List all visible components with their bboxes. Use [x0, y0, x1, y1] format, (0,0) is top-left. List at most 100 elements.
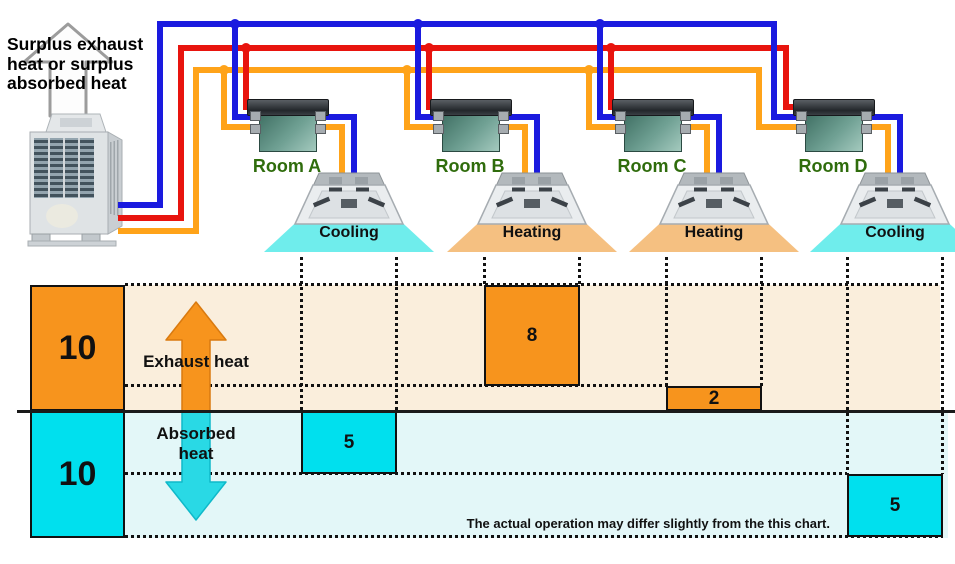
- room-name-label: Room C: [617, 156, 687, 176]
- pipe-blue-segment: [897, 114, 903, 178]
- pipe-orange-segment: [193, 67, 762, 73]
- room-name-label: Room D: [798, 156, 868, 176]
- pipe-orange-segment: [756, 124, 807, 130]
- exhaust-heat-label: Exhaust heat: [143, 352, 249, 371]
- pipe-orange-segment: [313, 124, 345, 130]
- pipe-connector-fitting: [498, 111, 509, 121]
- room-name-label: Room A: [252, 156, 322, 176]
- branch-controller-body: [442, 112, 500, 152]
- pipe-orange-segment: [859, 124, 891, 130]
- pipe-connector-fitting: [796, 111, 807, 121]
- ceiling-cassette-unit: [289, 172, 409, 236]
- branch-controller-lid: [612, 99, 694, 116]
- pipe-red-segment: [608, 45, 614, 110]
- pipe-orange-segment: [678, 124, 710, 130]
- pipe-orange-segment: [522, 124, 528, 178]
- chart-disclaimer-note: The actual operation may differ slightly…: [466, 516, 830, 531]
- absorbed-bar-room-a: 5: [301, 411, 397, 474]
- pipe-blue-segment: [118, 202, 163, 208]
- pipe-connector-fitting: [680, 111, 691, 121]
- vertical-guide-dotted-line: [846, 257, 849, 474]
- pipe-blue-segment: [534, 114, 540, 178]
- pipe-blue-segment: [771, 114, 807, 120]
- branch-controller-lid: [247, 99, 329, 116]
- ceiling-cassette-unit: [654, 172, 774, 236]
- pipe-blue-segment: [678, 114, 722, 120]
- pipe-junction-dot-blue: [595, 19, 605, 29]
- absorbed-bar-room-d: 5: [847, 474, 943, 537]
- pipe-connector-fitting: [615, 124, 626, 134]
- pipe-connector-fitting: [433, 124, 444, 134]
- pipe-blue-segment: [157, 21, 777, 27]
- pipe-blue-segment: [597, 114, 626, 120]
- ceiling-cassette-unit: [835, 172, 955, 236]
- branch-controller-body: [624, 112, 682, 152]
- pipe-orange-segment: [221, 124, 259, 130]
- pipe-junction-dot-orange: [402, 65, 412, 75]
- pipe-connector-fitting: [498, 124, 509, 134]
- pipe-blue-segment: [859, 114, 903, 120]
- absorbed-total-box: 10: [30, 411, 125, 538]
- pipe-connector-fitting: [796, 124, 807, 134]
- outdoor-unit: [27, 113, 123, 247]
- exhaust-bar-room-b: 8: [484, 285, 580, 386]
- ceiling-cassette-unit: [472, 172, 592, 236]
- pipe-junction-dot-blue: [230, 19, 240, 29]
- pipe-blue-segment: [351, 114, 357, 178]
- chart-bottom-dotted-line: [125, 535, 943, 538]
- pipe-orange-segment: [221, 67, 227, 130]
- room-name-label: Room B: [435, 156, 505, 176]
- pipe-orange-segment: [404, 67, 410, 130]
- pipe-connector-fitting: [250, 111, 261, 121]
- pipe-junction-dot-red: [241, 43, 251, 53]
- branch-controller-lid: [430, 99, 512, 116]
- chart-zero-axis: [17, 410, 955, 413]
- vertical-guide-dotted-line: [300, 257, 303, 411]
- pipe-orange-segment: [193, 67, 199, 234]
- pipe-red-segment: [178, 45, 789, 51]
- pipe-red-segment: [178, 45, 184, 221]
- pipe-connector-fitting: [680, 124, 691, 134]
- pipe-blue-segment: [313, 114, 357, 120]
- branch-controller-body: [805, 112, 863, 152]
- pipe-blue-segment: [232, 21, 238, 120]
- pipe-junction-dot-red: [424, 43, 434, 53]
- pipe-connector-fitting: [250, 124, 261, 134]
- pipe-blue-segment: [716, 114, 722, 178]
- pipe-red-segment: [426, 45, 432, 110]
- vertical-guide-dotted-line: [395, 257, 398, 411]
- absorbed-level5-dotted-line: [125, 472, 847, 475]
- pipe-orange-segment: [885, 124, 891, 178]
- chart-top-dotted-line: [125, 283, 940, 286]
- mode-label: Heating: [684, 224, 744, 241]
- vertical-guide-dotted-line: [665, 257, 668, 386]
- pipe-orange-segment: [586, 124, 624, 130]
- vertical-guide-dotted-line: [578, 257, 581, 285]
- pipe-red-segment: [783, 45, 789, 110]
- mode-label: Cooling: [865, 224, 925, 241]
- pipe-junction-dot-blue: [413, 19, 423, 29]
- pipe-blue-segment: [415, 21, 421, 120]
- pipe-connector-fitting: [861, 111, 872, 121]
- pipe-connector-fitting: [615, 111, 626, 121]
- pipe-blue-segment: [157, 21, 163, 208]
- pipe-blue-segment: [232, 114, 261, 120]
- pipe-orange-segment: [756, 67, 762, 130]
- pipe-junction-dot-orange: [219, 65, 229, 75]
- branch-controller-lid: [793, 99, 875, 116]
- exhaust-bar-room-c: 2: [666, 386, 762, 411]
- pipe-orange-segment: [704, 124, 710, 178]
- pipe-orange-segment: [118, 228, 199, 234]
- pipe-orange-segment: [586, 67, 592, 130]
- pipe-junction-dot-red: [606, 43, 616, 53]
- surplus-heat-caption: Surplus exhaust heat or surplus absorbed…: [7, 34, 144, 93]
- vertical-guide-dotted-line: [483, 257, 486, 285]
- branch-controller-body: [259, 112, 317, 152]
- pipe-blue-segment: [496, 114, 540, 120]
- pipe-connector-fitting: [433, 111, 444, 121]
- pipe-blue-segment: [415, 114, 444, 120]
- exhaust-total-box: 10: [30, 285, 125, 411]
- vertical-guide-dotted-line: [760, 257, 763, 386]
- pipe-connector-fitting: [315, 124, 326, 134]
